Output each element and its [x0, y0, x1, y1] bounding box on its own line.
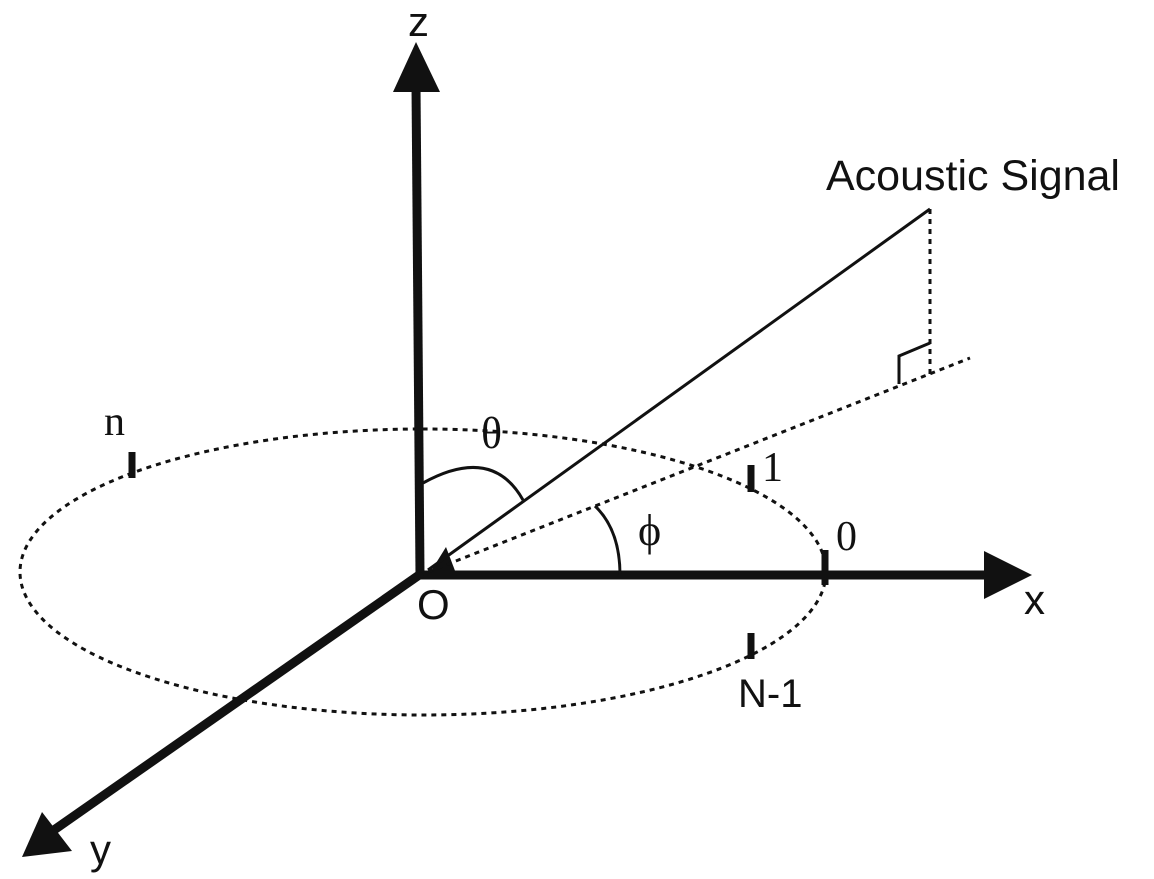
y-axis	[51, 569, 425, 834]
x-axis-label: x	[1024, 576, 1045, 623]
z-axis-arrowhead	[393, 42, 440, 92]
y-axis-arrowhead	[22, 812, 72, 857]
element-n-label: n	[104, 399, 125, 445]
right-angle-marker	[897, 341, 931, 384]
origin-label: O	[417, 581, 450, 628]
phi-arc	[593, 504, 622, 576]
signal-label: Acoustic Signal	[826, 152, 1120, 200]
z-axis	[411, 85, 425, 576]
theta-arc	[422, 465, 525, 501]
theta-label: θ	[481, 409, 502, 458]
signal-xy-projection	[427, 356, 971, 574]
signal-ray	[427, 207, 931, 572]
element-0-label: 0	[836, 514, 857, 560]
phi-label: ϕ	[638, 506, 661, 555]
y-axis-label: y	[90, 826, 111, 873]
origin-arrowhead	[428, 547, 457, 576]
z-axis-label: z	[408, 0, 429, 45]
element-1-label: 1	[762, 445, 783, 491]
x-axis-arrowhead	[984, 551, 1032, 599]
element-n-minus-1-label: N-1	[738, 672, 802, 716]
